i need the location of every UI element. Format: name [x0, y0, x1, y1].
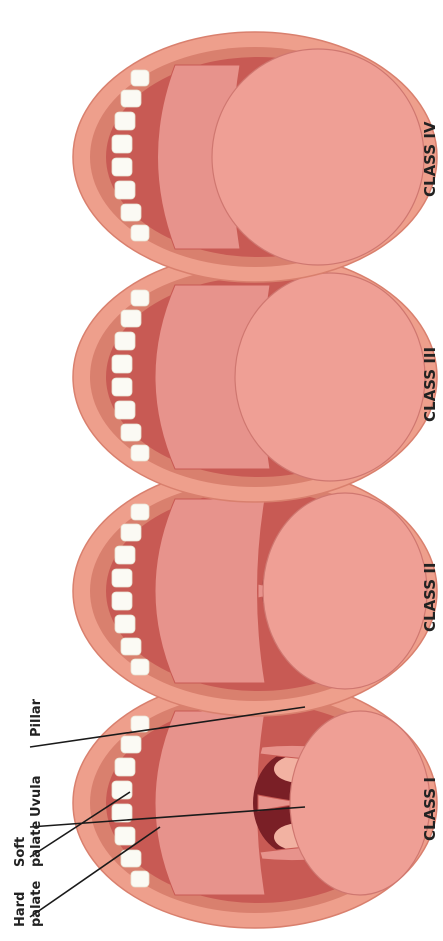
panel-class-2 — [73, 466, 437, 716]
panel-class-4 — [73, 32, 437, 282]
panel-class-3 — [73, 252, 437, 502]
anatomy-labels: Hard palate Soft palate Uvula Pillar — [13, 698, 44, 927]
tongue — [290, 711, 430, 895]
label-soft-palate-1: Soft — [13, 837, 28, 867]
class-label-2: CLASS II — [421, 563, 439, 633]
tongue — [263, 493, 427, 689]
label-pillar: Pillar — [29, 698, 44, 737]
palate — [155, 711, 265, 895]
tongue — [212, 49, 424, 265]
palate — [155, 499, 265, 683]
label-hard-palate-2: palate — [29, 880, 44, 927]
label-uvula: Uvula — [29, 775, 44, 817]
label-soft-palate-2: palate — [29, 820, 44, 867]
class-label-4: CLASS IV — [421, 121, 439, 197]
tongue — [235, 273, 425, 481]
label-hard-palate-1: Hard — [13, 892, 28, 927]
class-label-1: CLASS I — [421, 777, 439, 841]
class-label-3: CLASS III — [421, 347, 439, 422]
class-labels: CLASS I CLASS II CLASS III CLASS IV — [421, 121, 439, 841]
